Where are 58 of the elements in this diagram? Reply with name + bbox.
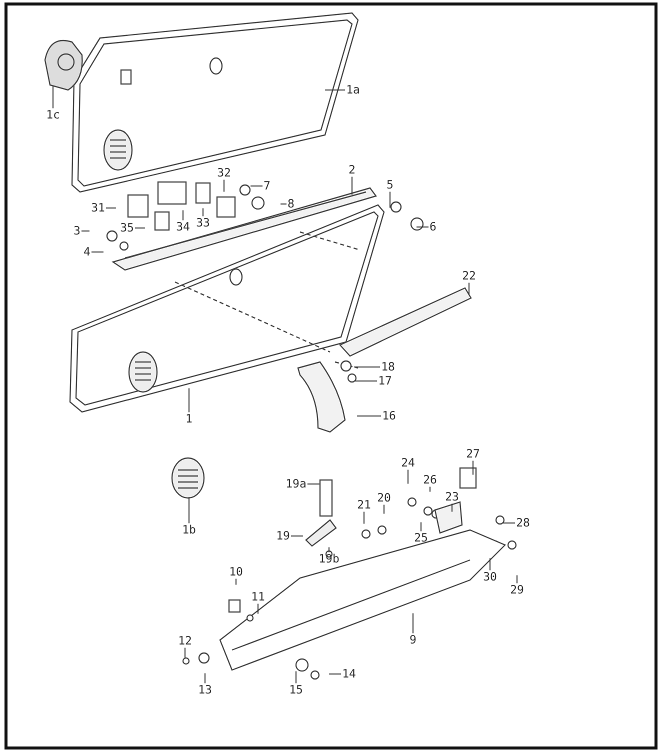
callout-number: 10 bbox=[228, 565, 244, 579]
callout-number: 5 bbox=[386, 178, 394, 192]
callout-number: 21 bbox=[356, 498, 372, 512]
leader-line bbox=[420, 522, 422, 532]
leader-line bbox=[416, 226, 430, 228]
callout-number: 1c bbox=[45, 108, 61, 122]
callout-number: 20 bbox=[376, 491, 392, 505]
leader-line bbox=[354, 380, 378, 382]
leader-line bbox=[188, 496, 190, 524]
callout-number: 19b bbox=[318, 552, 340, 566]
callout-number: 3 bbox=[72, 224, 82, 238]
callout-number: 23 bbox=[444, 490, 460, 504]
callout-number: 32 bbox=[216, 166, 232, 180]
callout-number: 9 bbox=[408, 633, 418, 647]
callout-number: 34 bbox=[175, 220, 191, 234]
callout-number: 25 bbox=[413, 531, 429, 545]
leader-line bbox=[188, 388, 190, 413]
callout-number: 1b bbox=[181, 523, 197, 537]
callout-number: 4 bbox=[82, 245, 92, 259]
leader-line bbox=[80, 230, 90, 232]
callout-number: 19a bbox=[284, 477, 308, 491]
leader-line bbox=[472, 460, 474, 476]
callout-number: 35 bbox=[119, 221, 135, 235]
leader-line bbox=[202, 208, 204, 217]
leader-line bbox=[502, 522, 516, 524]
callout-number: 12 bbox=[177, 634, 193, 648]
leader-line bbox=[412, 612, 414, 634]
callout-number: 1a bbox=[345, 83, 361, 97]
callout-number: 13 bbox=[197, 683, 213, 697]
callout-number: 17 bbox=[377, 374, 393, 388]
callout-number: 26 bbox=[422, 473, 438, 487]
leader-line bbox=[184, 647, 186, 658]
callout-number: 24 bbox=[400, 456, 416, 470]
leader-line bbox=[468, 282, 470, 296]
leader-line bbox=[52, 86, 54, 109]
callout-number: 33 bbox=[195, 216, 211, 230]
callout-number: 8 bbox=[286, 197, 296, 211]
callout-number: 19 bbox=[275, 529, 291, 543]
callout-number: 22 bbox=[461, 269, 477, 283]
callout-number: 16 bbox=[381, 409, 397, 423]
callout-number: 27 bbox=[465, 447, 481, 461]
callout-number: 28 bbox=[515, 516, 531, 530]
leader-line bbox=[182, 210, 184, 221]
callout-number: 18 bbox=[380, 360, 396, 374]
callout-number: 29 bbox=[509, 583, 525, 597]
callout-number: 31 bbox=[90, 201, 106, 215]
callout-number: 11 bbox=[250, 590, 266, 604]
callout-number: 2 bbox=[348, 163, 356, 177]
leader-line bbox=[204, 672, 206, 684]
callout-number: 7 bbox=[262, 179, 272, 193]
callout-number: 30 bbox=[482, 570, 498, 584]
leader-line bbox=[516, 574, 518, 584]
callout-number: 15 bbox=[288, 683, 304, 697]
leader-line bbox=[328, 546, 330, 553]
callout-number: 6 bbox=[428, 220, 438, 234]
leader-line bbox=[354, 366, 381, 368]
callout-number: 14 bbox=[341, 667, 357, 681]
callout-number: 1 bbox=[184, 412, 194, 426]
